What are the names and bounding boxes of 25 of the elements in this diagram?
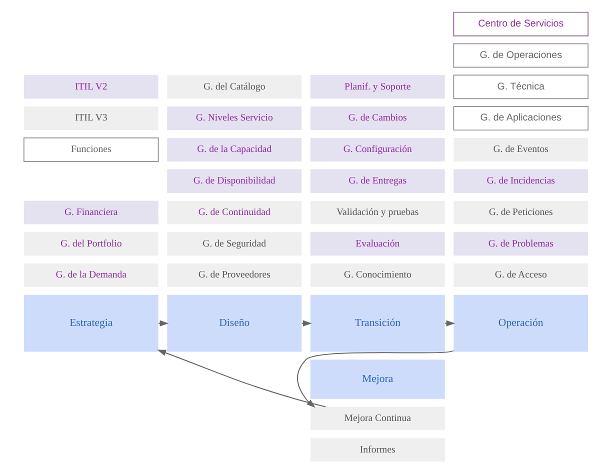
node-box: G. de Disponibilidad	[167, 169, 302, 193]
node-box: Transición	[310, 294, 445, 352]
node-box: G. Financiera	[24, 200, 158, 224]
node-box: Centro de Servicios	[453, 12, 589, 36]
node-box: Mejora	[310, 360, 445, 399]
node-box: G. Técnica	[453, 74, 589, 100]
arrow	[158, 320, 169, 326]
node-box: G. de Incidencias	[454, 169, 588, 193]
node-box: Funciones	[23, 137, 159, 162]
node-box: G. de Problemas	[454, 232, 588, 256]
node-box: Operación	[454, 294, 588, 352]
node-box: G. de Cambios	[310, 106, 445, 130]
node-box: Diseño	[167, 294, 302, 352]
node-box: G. Niveles Servicio	[167, 106, 302, 130]
node-box: ITIL V2	[24, 75, 158, 99]
node-box: G. de Aplicaciones	[453, 106, 589, 131]
node-box: Planif. y Soporte	[310, 75, 445, 99]
arrow	[444, 320, 456, 326]
node-box: Evaluación	[310, 232, 445, 256]
node-box: G. de Operaciones	[453, 43, 589, 68]
node-box: Mejora Continua	[310, 406, 445, 430]
node-box: G. de la Capacidad	[167, 138, 302, 162]
node-box: G. de Entregas	[310, 169, 445, 193]
node-box: Estrategia	[24, 294, 158, 352]
node-box: G. Configuración	[310, 138, 445, 162]
